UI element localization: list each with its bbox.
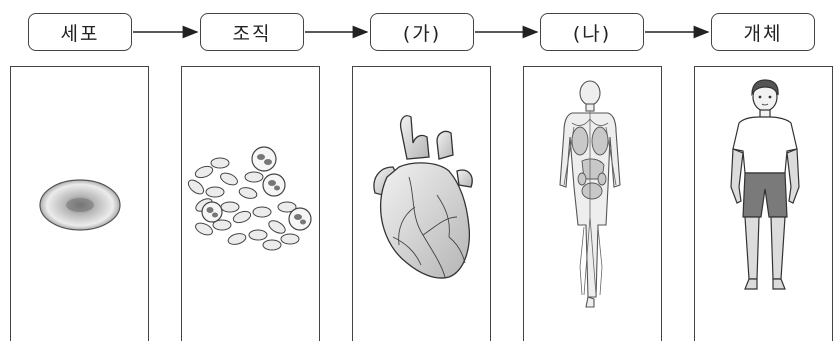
panel-individual [694, 66, 833, 341]
flow-arrows [0, 0, 834, 70]
heart-illustration [353, 67, 492, 342]
panel-organ [352, 66, 491, 341]
person-illustration [695, 67, 834, 342]
panel-cell [10, 66, 149, 341]
organ-system-illustration [524, 67, 663, 342]
red-blood-cell-illustration [11, 67, 150, 342]
tissue-illustration [182, 67, 321, 342]
panel-organ-system [523, 66, 662, 341]
panel-tissue [181, 66, 320, 341]
levels-of-organization-diagram: 세포 조직 (가) (나) 개체 [0, 0, 834, 335]
